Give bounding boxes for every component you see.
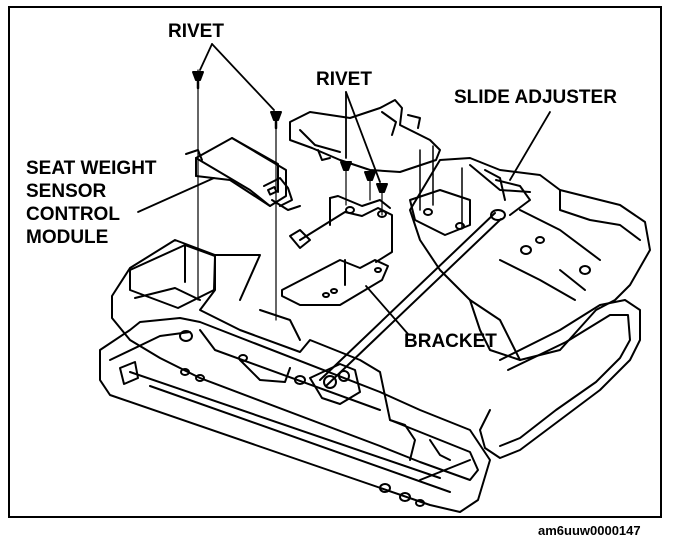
label-bracket: BRACKET — [404, 331, 497, 352]
control-module — [185, 137, 301, 211]
label-sensor-line-1: SEAT WEIGHT — [26, 158, 157, 179]
leader-rivet-center — [345, 91, 381, 183]
right-frame — [409, 157, 651, 361]
slide-mount-plate — [409, 145, 471, 236]
rivet-5 — [364, 171, 376, 201]
rivet-2 — [270, 111, 282, 321]
floor-block — [129, 244, 216, 309]
label-seat-weight-sensor-control-module: SEAT WEIGHT SENSOR CONTROL MODULE — [26, 157, 157, 249]
slide-adjuster-rod — [309, 169, 531, 405]
leader-sensor — [137, 177, 215, 213]
leader-bracket — [365, 285, 409, 335]
label-sensor-line-4: MODULE — [26, 227, 109, 248]
label-slide-adjuster: SLIDE ADJUSTER — [454, 87, 617, 108]
rear-frame — [289, 99, 441, 173]
label-sensor-line-2: SENSOR — [26, 181, 107, 202]
label-rivet-center: RIVET — [316, 69, 372, 90]
label-rivet-top: RIVET — [168, 21, 224, 42]
rivet-4 — [376, 183, 388, 216]
leader-slide-adjuster — [509, 111, 551, 181]
leader-rivet-top — [199, 43, 275, 111]
lower-rail — [99, 317, 491, 513]
bracket — [281, 195, 393, 306]
figure-code: am6uuw0000147 — [538, 523, 641, 538]
rivet-3 — [340, 161, 352, 206]
label-sensor-line-3: CONTROL — [26, 204, 120, 225]
cushion-rail — [479, 299, 641, 459]
diagram-frame — [8, 6, 662, 518]
